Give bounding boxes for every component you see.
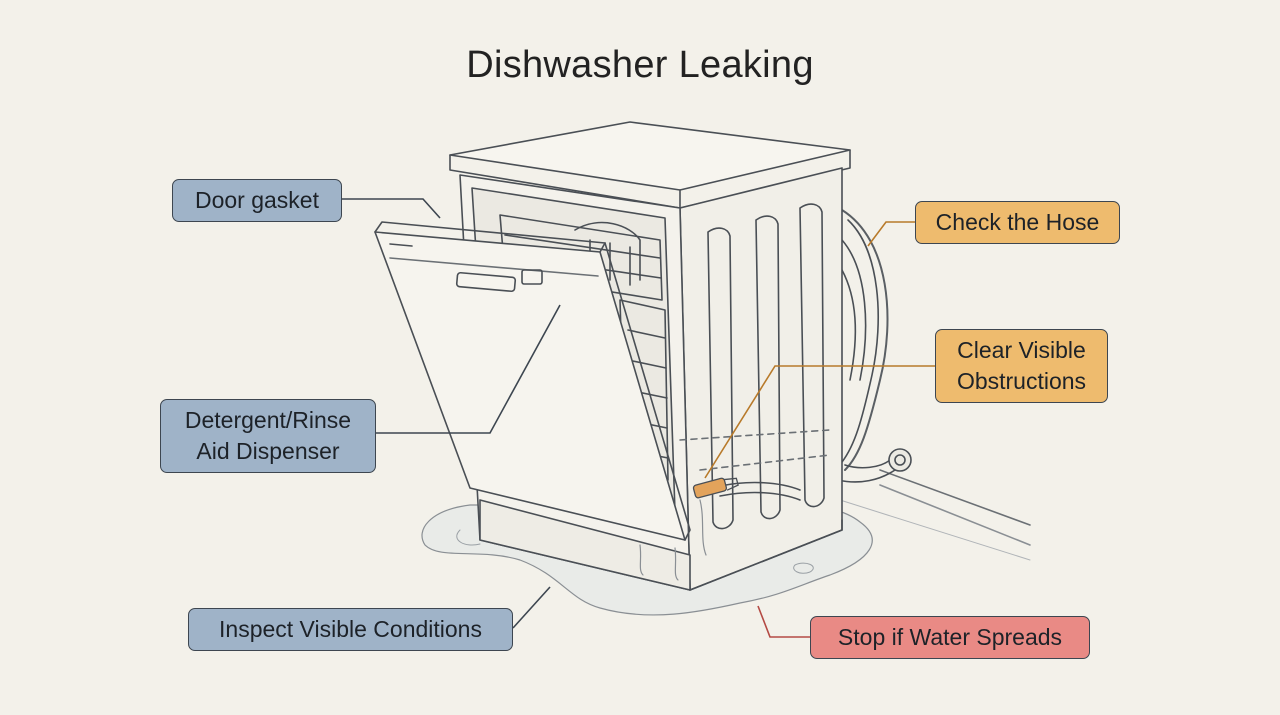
label-stop-water: Stop if Water Spreads (810, 616, 1090, 659)
door-handle (455, 271, 517, 293)
label-detergent-dispenser: Detergent/Rinse Aid Dispenser (160, 399, 376, 473)
label-detergent-line2: Aid Dispenser (196, 438, 340, 464)
label-clear-obstructions: Clear Visible Obstructions (935, 329, 1108, 403)
label-inspect-conditions: Inspect Visible Conditions (188, 608, 513, 651)
leader-clear (704, 365, 935, 479)
side-panel (679, 167, 843, 591)
leader-check-hose (867, 221, 915, 247)
label-check-hose: Check the Hose (915, 201, 1120, 244)
label-clear-line1: Clear Visible (957, 337, 1086, 363)
leader-stop (757, 605, 810, 638)
leader-inspect (512, 586, 551, 629)
leader-door-gasket (342, 198, 441, 219)
label-clear-line2: Obstructions (956, 368, 1087, 394)
leader-detergent (376, 304, 561, 434)
diagram-title: Dishwasher Leaking (466, 44, 814, 86)
control-panel (521, 269, 543, 285)
label-detergent-line1: Detergent/Rinse (184, 407, 352, 433)
label-door-gasket: Door gasket (172, 179, 342, 222)
hose-fitting (692, 477, 739, 499)
